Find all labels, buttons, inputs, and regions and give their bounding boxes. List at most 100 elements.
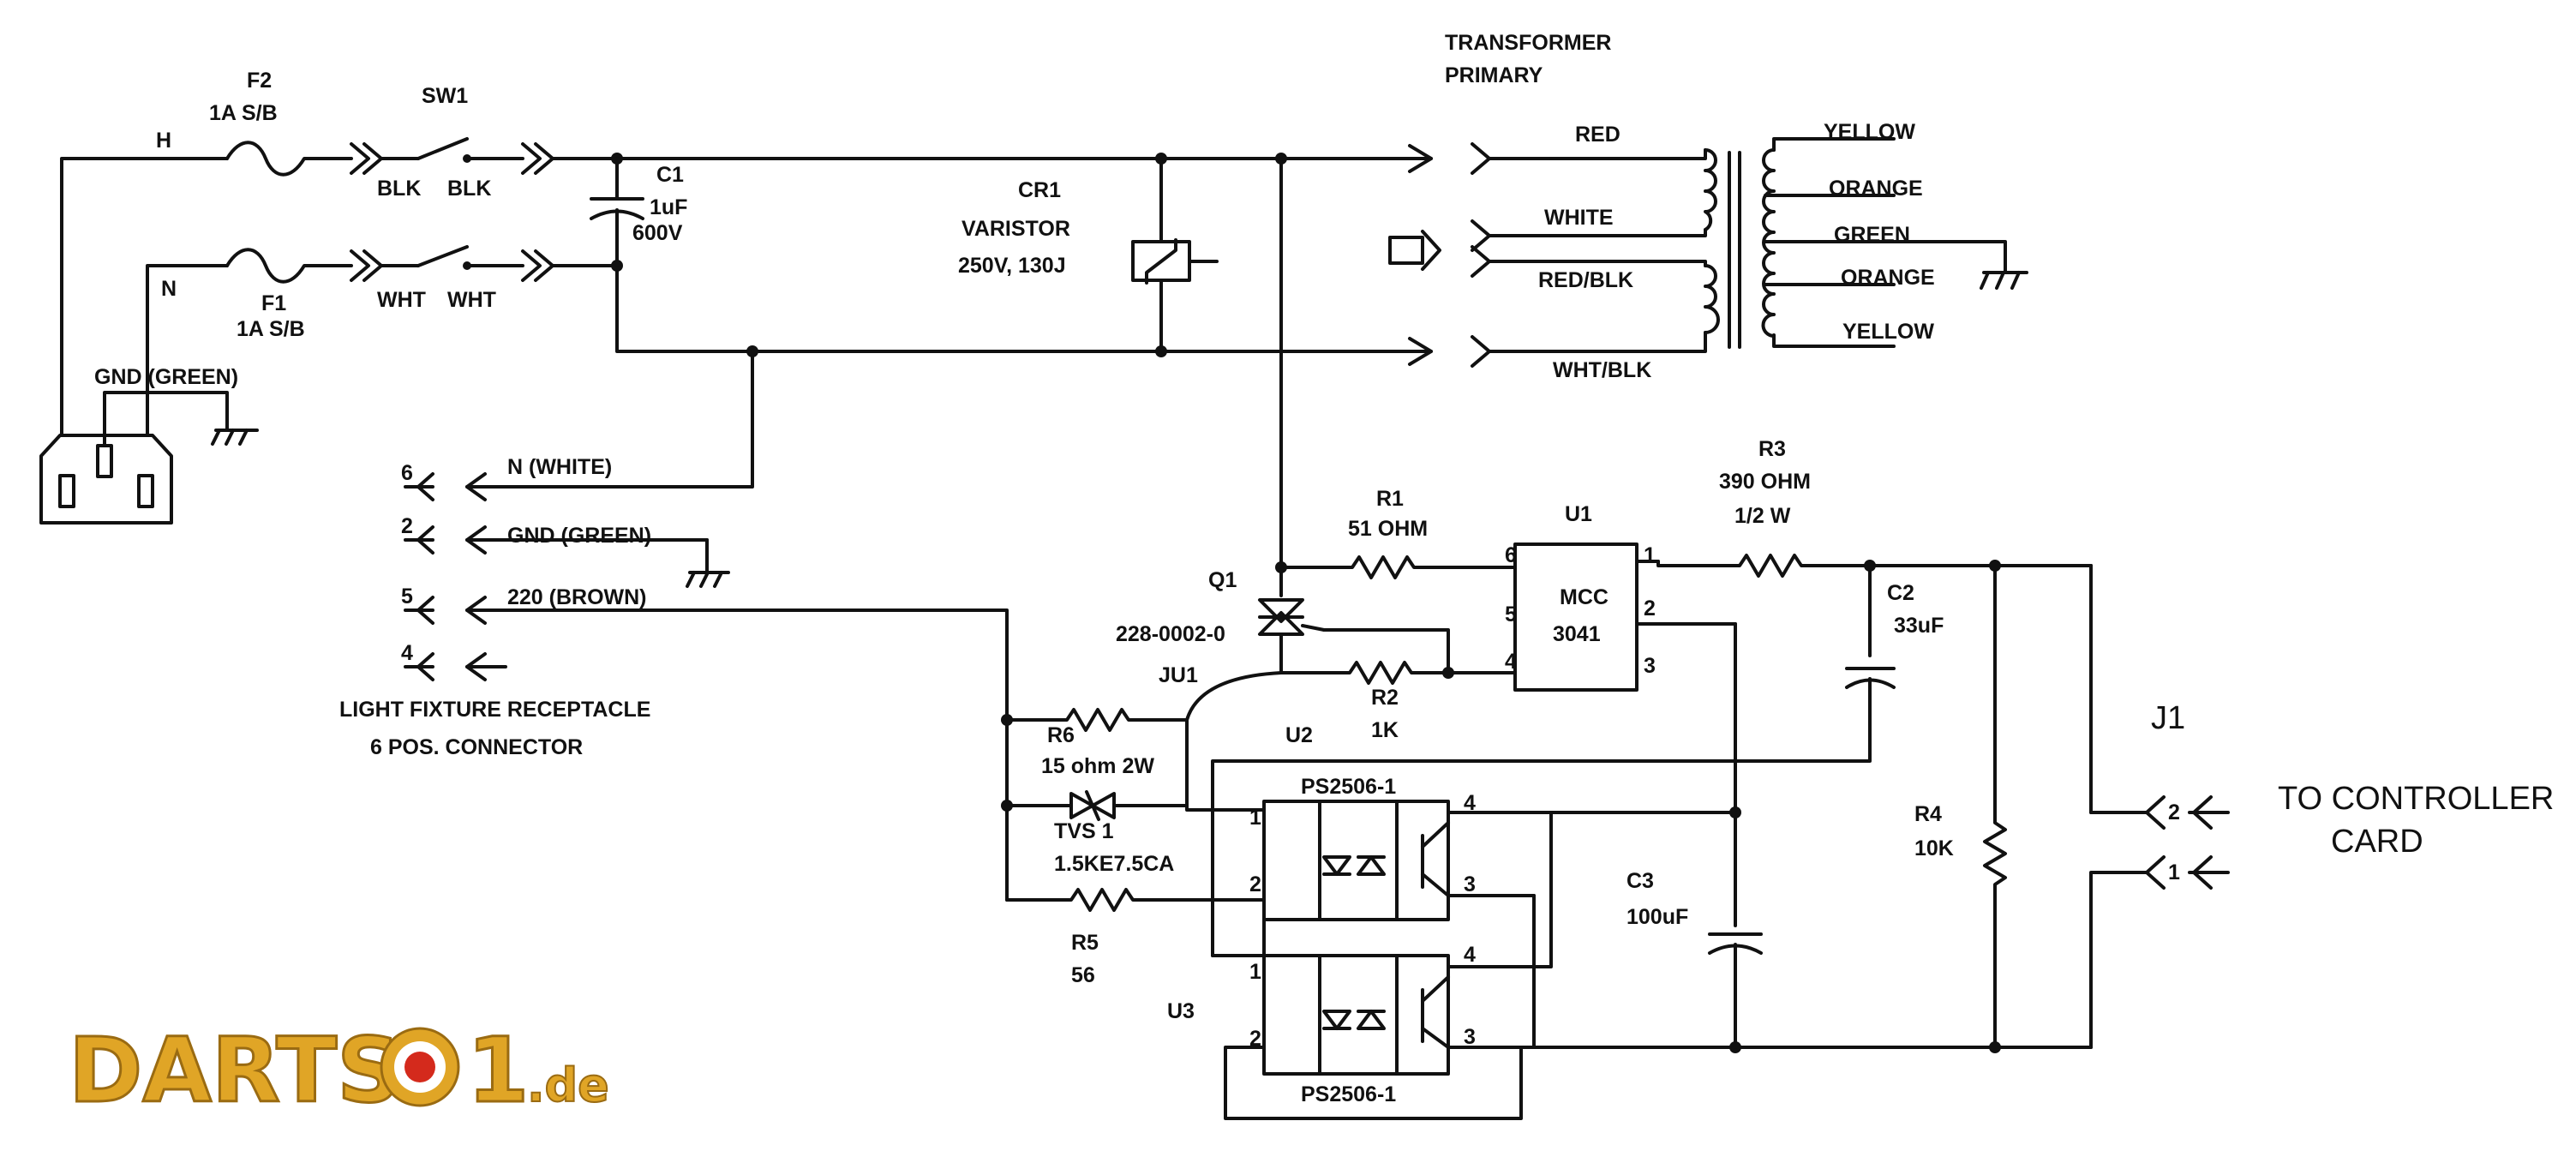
label-r2: R2 — [1371, 686, 1399, 710]
label-cr1-rating: 250V, 130J — [958, 254, 1066, 278]
svg-text:1: 1 — [467, 1018, 529, 1123]
label-white: WHITE — [1544, 206, 1614, 230]
label-u2: U2 — [1285, 723, 1313, 747]
label-r5: R5 — [1071, 931, 1099, 955]
label-u1-pin2: 2 — [1644, 596, 1656, 620]
label-r2-value: 1K — [1371, 718, 1399, 742]
capacitor-c1 — [590, 157, 644, 267]
label-r6-value: 15 ohm 2W — [1041, 754, 1154, 778]
label-to-controller-2: CARD — [2331, 824, 2423, 860]
light-fixture-connector — [404, 350, 1009, 722]
label-f1: F1 — [261, 291, 286, 315]
transformer-windings — [1704, 137, 2007, 349]
label-r3: R3 — [1758, 437, 1786, 461]
label-c2: C2 — [1887, 581, 1914, 605]
input-wiring — [60, 157, 229, 447]
label-blk-1: BLK — [377, 177, 421, 201]
label-j1-pin2: 2 — [2168, 800, 2180, 824]
label-u1-pin3: 3 — [1644, 654, 1656, 678]
label-transformer-2: PRIMARY — [1445, 63, 1543, 87]
label-c1-value: 1uF — [650, 195, 687, 219]
label-pin6: 6 — [401, 461, 413, 485]
label-r1-value: 51 OHM — [1348, 517, 1428, 541]
label-u1-pin5: 5 — [1505, 602, 1517, 626]
label-pin2: 2 — [401, 514, 413, 538]
label-yellow-top: YELLOW — [1824, 120, 1915, 144]
label-green: GREEN — [1834, 223, 1910, 247]
label-pin5: 5 — [401, 584, 413, 608]
label-n: N — [161, 277, 177, 301]
label-orange-bottom: ORANGE — [1841, 266, 1935, 290]
label-u2-pin1: 1 — [1249, 806, 1261, 830]
label-j1: J1 — [2151, 700, 2185, 736]
label-light-fixture: LIGHT FIXTURE RECEPTACLE — [339, 698, 650, 722]
positive-rail — [1989, 560, 2093, 814]
optocoupler-u3 — [1224, 811, 1553, 1120]
label-c1: C1 — [656, 163, 684, 187]
label-tvs-value: 1.5KE7.5CA — [1054, 852, 1174, 876]
label-pin4: 4 — [401, 641, 413, 665]
label-u1-pin4: 4 — [1505, 650, 1517, 674]
triac-q1 — [1258, 157, 1326, 674]
label-ju1: JU1 — [1159, 663, 1198, 687]
resistor-r2 — [1279, 628, 1506, 685]
label-gnd-green-2: GND (GREEN) — [507, 524, 651, 548]
label-tvs: TVS 1 — [1054, 819, 1114, 843]
label-u3: U3 — [1167, 999, 1195, 1023]
label-six-pos: 6 POS. CONNECTOR — [370, 735, 583, 759]
label-wht-blk: WHT/BLK — [1553, 358, 1651, 382]
label-u3-pin2: 2 — [1249, 1027, 1261, 1051]
tvs-diode — [1001, 714, 1189, 902]
capacitor-c3 — [1549, 622, 1763, 1049]
label-u2-part: PS2506-1 — [1301, 775, 1396, 799]
label-r3-value: 390 OHM — [1719, 470, 1811, 494]
label-red-blk: RED/BLK — [1538, 268, 1633, 292]
ground-symbol — [211, 429, 259, 446]
resistor-r6 — [1005, 671, 1283, 957]
label-u3-pin4: 4 — [1464, 943, 1476, 967]
label-r5-value: 56 — [1071, 963, 1095, 987]
label-c3-value: 100uF — [1626, 905, 1688, 929]
svg-text:DARTS: DARTS — [69, 1018, 401, 1123]
label-u3-pin1: 1 — [1249, 960, 1261, 984]
label-wht-2: WHT — [447, 288, 496, 312]
resistor-r3 — [1656, 554, 2093, 578]
fuse-f2 — [225, 141, 353, 177]
label-r1: R1 — [1376, 487, 1404, 511]
label-yellow-bottom: YELLOW — [1842, 320, 1934, 344]
label-u1-part2: 3041 — [1553, 622, 1601, 646]
label-r6: R6 — [1047, 723, 1075, 747]
label-gnd-green: GND (GREEN) — [94, 365, 238, 389]
label-orange-top: ORANGE — [1829, 177, 1923, 201]
label-u2-pin2: 2 — [1249, 872, 1261, 896]
label-n-white: N (WHITE) — [507, 455, 612, 479]
label-c1-voltage: 600V — [632, 221, 683, 245]
label-r3-power: 1/2 W — [1734, 504, 1791, 528]
label-to-controller-1: TO CONTROLLER — [2278, 781, 2554, 817]
switch-sw1 — [350, 137, 619, 282]
resistor-r1 — [1279, 555, 1506, 579]
label-red: RED — [1575, 123, 1620, 147]
label-q1: Q1 — [1208, 568, 1237, 592]
varistor-cr1 — [1131, 157, 1219, 353]
label-u1: U1 — [1565, 502, 1592, 526]
label-blk-2: BLK — [447, 177, 491, 201]
label-u1-part1: MCC — [1560, 585, 1609, 609]
transformer-ground-symbol — [1980, 271, 2028, 290]
label-f1-rating: 1A S/B — [237, 317, 305, 341]
return-rail — [1532, 1041, 2093, 1053]
label-h: H — [156, 129, 171, 153]
svg-text:.de: .de — [527, 1058, 609, 1112]
label-cr1-type: VARISTOR — [962, 217, 1070, 241]
label-u1-pin1: 1 — [1644, 543, 1656, 567]
capacitor-c2 — [1211, 560, 1896, 957]
label-f2-rating: 1A S/B — [209, 101, 278, 125]
label-220-brown: 220 (BROWN) — [507, 585, 647, 609]
label-q1-part: 228-0002-0 — [1116, 622, 1225, 646]
label-j1-pin1: 1 — [2168, 860, 2180, 884]
label-c2-value: 33uF — [1894, 614, 1944, 638]
label-c3: C3 — [1626, 869, 1654, 893]
optotriac-u1 — [1502, 543, 1737, 692]
fuse-f1 — [225, 248, 353, 284]
